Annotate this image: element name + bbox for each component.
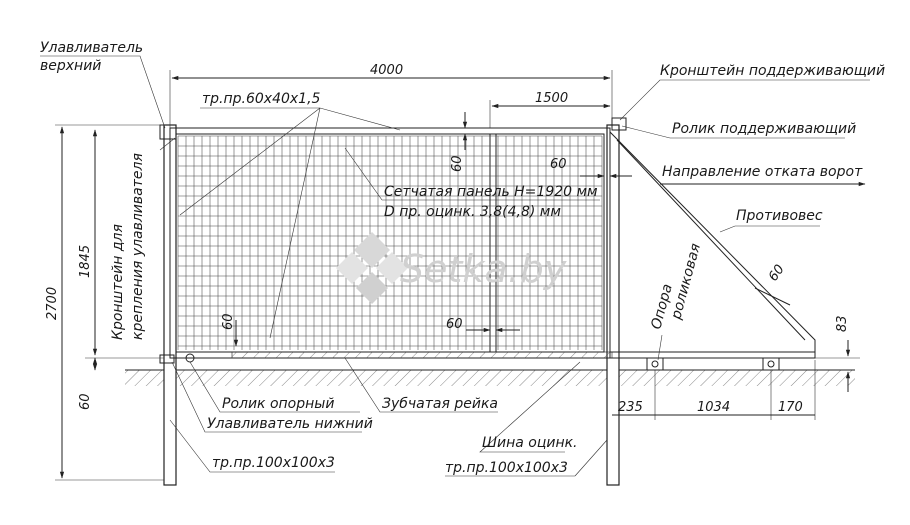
upper-catcher-label-1: Улавливатель bbox=[40, 40, 143, 56]
dim-60-left-text: 60 bbox=[221, 313, 236, 330]
dim-60-diag-text: 60 bbox=[766, 262, 788, 284]
mesh-panel-label-1: Сетчатая панель Н=1920 мм bbox=[384, 184, 598, 200]
mesh-panel bbox=[177, 135, 603, 350]
dim-60-diag: 60 bbox=[754, 262, 791, 306]
support-bracket-label: Кронштейн поддерживающий bbox=[660, 63, 885, 79]
post-right-label: тр.пр.100х100х3 bbox=[445, 460, 568, 476]
post-left-label: тр.пр.100х100х3 bbox=[212, 455, 335, 471]
dim-1500: 1500 bbox=[489, 91, 611, 128]
profile-top-label: тр.пр.60х40х1,5 bbox=[202, 91, 321, 107]
gear-rack-label: Зубчатая рейка bbox=[382, 396, 498, 412]
roller-support-left bbox=[646, 357, 664, 371]
dim-83-text: 83 bbox=[835, 315, 850, 332]
rail-label: Шина оцинк. bbox=[482, 435, 578, 451]
counterweight-label: Противовес bbox=[736, 208, 823, 224]
lower-catcher bbox=[159, 354, 175, 364]
watermark-text: Setka.by bbox=[400, 247, 567, 291]
counterweight-frame bbox=[609, 131, 816, 359]
dim-1500-text: 1500 bbox=[535, 91, 568, 106]
roller-support-label-2: роликовая bbox=[668, 242, 704, 322]
dim-h60-text: 60 bbox=[78, 393, 93, 410]
mesh-panel-label-2: D пр. оцинк. 3,8(4,8) мм bbox=[384, 204, 561, 220]
support-roller-low-label: Ролик опорный bbox=[222, 396, 334, 412]
support-roller-label: Ролик поддерживающий bbox=[672, 121, 856, 137]
dim-235-text: 235 bbox=[618, 400, 643, 415]
dim-1845-text: 1845 bbox=[78, 245, 93, 278]
dim-60-bottom: 60 bbox=[446, 317, 520, 333]
ground bbox=[125, 369, 855, 386]
dim-4000: 4000 bbox=[169, 63, 613, 128]
dim-4000-text: 4000 bbox=[370, 63, 403, 78]
upper-catcher bbox=[159, 124, 177, 140]
dim-60-bottom-text: 60 bbox=[446, 317, 463, 332]
direction-label: Направление отката ворот bbox=[662, 164, 863, 180]
dim-2700: 2700 bbox=[45, 124, 164, 481]
dim-1034-text: 1034 bbox=[697, 400, 730, 415]
support-bracket bbox=[611, 117, 627, 131]
lower-catcher-label: Улавливатель нижний bbox=[207, 416, 373, 432]
right-post bbox=[606, 124, 620, 486]
direction-arrow: Направление отката ворот bbox=[660, 164, 866, 187]
bracket-catcher-label-2: крепления улавливателя bbox=[130, 153, 146, 340]
dim-60-right-text: 60 bbox=[550, 157, 567, 172]
dim-2700-text: 2700 bbox=[45, 287, 60, 320]
dim-60-top: 60 bbox=[450, 112, 468, 172]
dim-170-text: 170 bbox=[778, 400, 803, 415]
upper-catcher-label-2: верхний bbox=[40, 58, 101, 74]
gear-rack-strip bbox=[231, 351, 613, 359]
dim-60-left: 60 bbox=[221, 313, 239, 347]
dim-1845: 1845 bbox=[78, 129, 98, 356]
dim-bottom-chain: 235 1034 170 bbox=[612, 360, 816, 420]
watermark-logo: Setka.by bbox=[336, 232, 567, 304]
dim-60-top-text: 60 bbox=[450, 155, 465, 172]
dim-60-right: 60 bbox=[550, 157, 632, 179]
dim-60-left-vert: 60 bbox=[78, 357, 164, 410]
dim-83: 83 bbox=[815, 315, 860, 392]
roller-support-right bbox=[762, 357, 780, 371]
bracket-catcher-label-1: Кронштейн для bbox=[110, 224, 126, 340]
